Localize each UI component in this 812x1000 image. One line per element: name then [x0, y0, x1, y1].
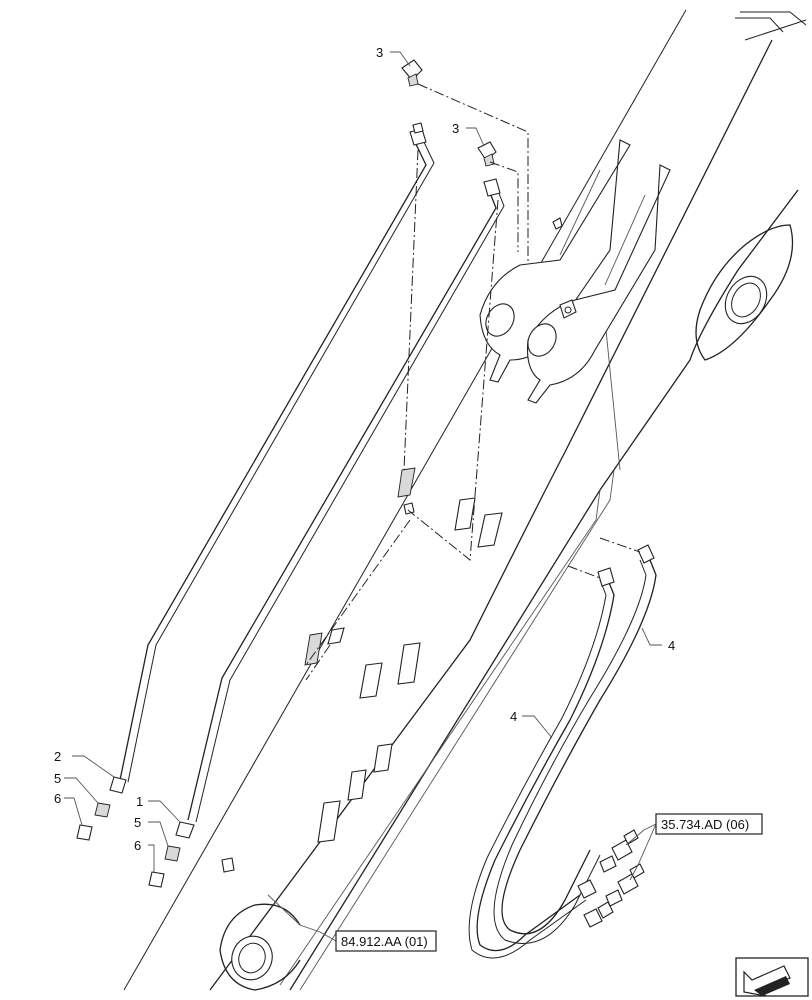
reference-box-boom[interactable]: 84.912.AA (01): [335, 930, 437, 952]
leader-lines: [64, 51, 662, 943]
callout-5-right: 5: [134, 815, 141, 830]
callout-3-upper: 3: [376, 45, 383, 60]
callout-4-left: 4: [510, 709, 517, 724]
reference-box-hose[interactable]: 35.734.AD (06): [655, 813, 763, 835]
callout-3-lower: 3: [452, 121, 459, 136]
quick-couplers: [599, 829, 645, 907]
callout-2: 2: [54, 749, 61, 764]
reference-label-hose: 35.734.AD (06): [661, 817, 749, 832]
adapter-fittings: [76, 802, 181, 888]
hydraulic-tube-right: [175, 178, 505, 839]
hydraulic-hoses: [468, 544, 657, 959]
arrow-previous-page-icon[interactable]: [735, 957, 809, 997]
callout-1: 1: [136, 794, 143, 809]
boom-arm: [123, 9, 807, 991]
reference-label-boom: 84.912.AA (01): [341, 934, 428, 949]
callout-4-right: 4: [668, 638, 675, 653]
tube-clamps: [221, 467, 503, 873]
callout-6-right: 6: [134, 838, 141, 853]
hydraulic-tube-left: [109, 122, 435, 794]
callout-6-left: 6: [54, 791, 61, 806]
elbow-fittings: [401, 59, 497, 167]
assembly-lines: [305, 83, 641, 681]
callout-labels: 3 3 2 5 6 1 5 6 4 4: [54, 45, 675, 853]
boom-lug-brackets: [479, 139, 671, 404]
callout-5-left: 5: [54, 771, 61, 786]
